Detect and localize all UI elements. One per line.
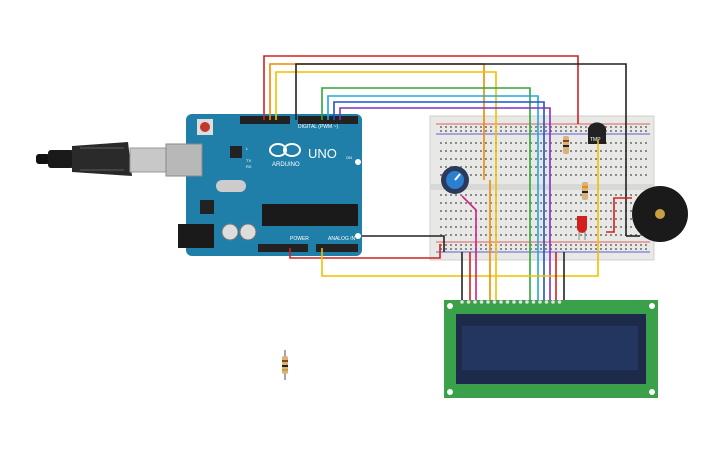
piezo-buzzer[interactable]: [632, 186, 688, 242]
power-header: [258, 244, 308, 252]
resistor-breadboard-2[interactable]: [582, 182, 588, 200]
lcd-pin[interactable]: [531, 300, 536, 304]
wire-red-buzzer: [606, 197, 632, 233]
lcd-pin[interactable]: [512, 300, 516, 304]
arduino-uno-board[interactable]: ARDUINO UNO DIGITAL (PWM ~) ANALOG IN PO…: [165, 114, 362, 256]
wire-blue: [333, 101, 545, 300]
lcd-pin[interactable]: [525, 300, 529, 304]
wire-purple: [339, 107, 551, 300]
atmega-chip: [262, 204, 358, 226]
regulator: [200, 200, 214, 214]
wire-cyan: [327, 95, 539, 300]
arduino-logo-text: ARDUINO: [272, 162, 300, 168]
wires[interactable]: [263, 55, 640, 300]
lcd-pin[interactable]: [518, 300, 523, 304]
potentiometer[interactable]: [441, 166, 469, 194]
wire-yellow-top: [275, 71, 497, 300]
lcd-pin[interactable]: [499, 300, 503, 304]
lcd-pin[interactable]: [538, 300, 542, 304]
wire-magenta-pot: [461, 195, 477, 300]
model-label: UNO: [308, 146, 337, 161]
lcd-pin[interactable]: [466, 300, 471, 304]
wire-green: [321, 87, 531, 300]
digital-header-left: [240, 116, 290, 124]
lcd-pin[interactable]: [473, 300, 477, 304]
digital-label: DIGITAL (PWM ~): [298, 124, 338, 130]
l-label: L: [246, 146, 249, 151]
capacitor-1: [221, 223, 239, 241]
resistor-breadboard-1[interactable]: [563, 136, 569, 154]
lcd-pin[interactable]: [492, 300, 497, 304]
lcd-pin[interactable]: [557, 300, 562, 304]
on-label: ON: [346, 155, 352, 160]
sensor-label: TMP: [590, 137, 601, 143]
wire-black-top: [295, 63, 627, 236]
usb-port: [165, 143, 203, 177]
breadboard-holes: [440, 126, 647, 250]
capacitor-2: [239, 223, 257, 241]
lcd-pin[interactable]: [479, 300, 484, 304]
power-label: POWER: [290, 236, 309, 242]
analog-label: ANALOG IN: [328, 236, 356, 242]
arduino-logo-icon: [269, 143, 301, 157]
lcd-pin-header: [460, 300, 562, 304]
lcd-pin[interactable]: [544, 300, 549, 304]
lcd-16x2[interactable]: [444, 300, 658, 398]
tx-label: TX: [246, 158, 251, 163]
wire-black-gnd: [362, 235, 445, 252]
lcd-pin[interactable]: [505, 300, 510, 304]
temperature-sensor[interactable]: TMP: [588, 122, 606, 144]
lcd-pin[interactable]: [551, 300, 555, 304]
wire-red-5v: [263, 55, 579, 124]
rx-label: RX: [246, 164, 252, 169]
wire-yellow-analog: [321, 140, 599, 277]
breadboard[interactable]: [429, 115, 655, 261]
crystal: [216, 180, 246, 192]
wire-red-gnd: [289, 244, 441, 259]
usb-cable[interactable]: [36, 142, 167, 176]
resistor-loose[interactable]: [282, 350, 288, 380]
analog-header: [316, 244, 358, 252]
red-led[interactable]: [577, 216, 587, 240]
lcd-pin[interactable]: [460, 300, 464, 304]
lcd-pin[interactable]: [486, 300, 490, 304]
power-jack: [178, 224, 214, 248]
